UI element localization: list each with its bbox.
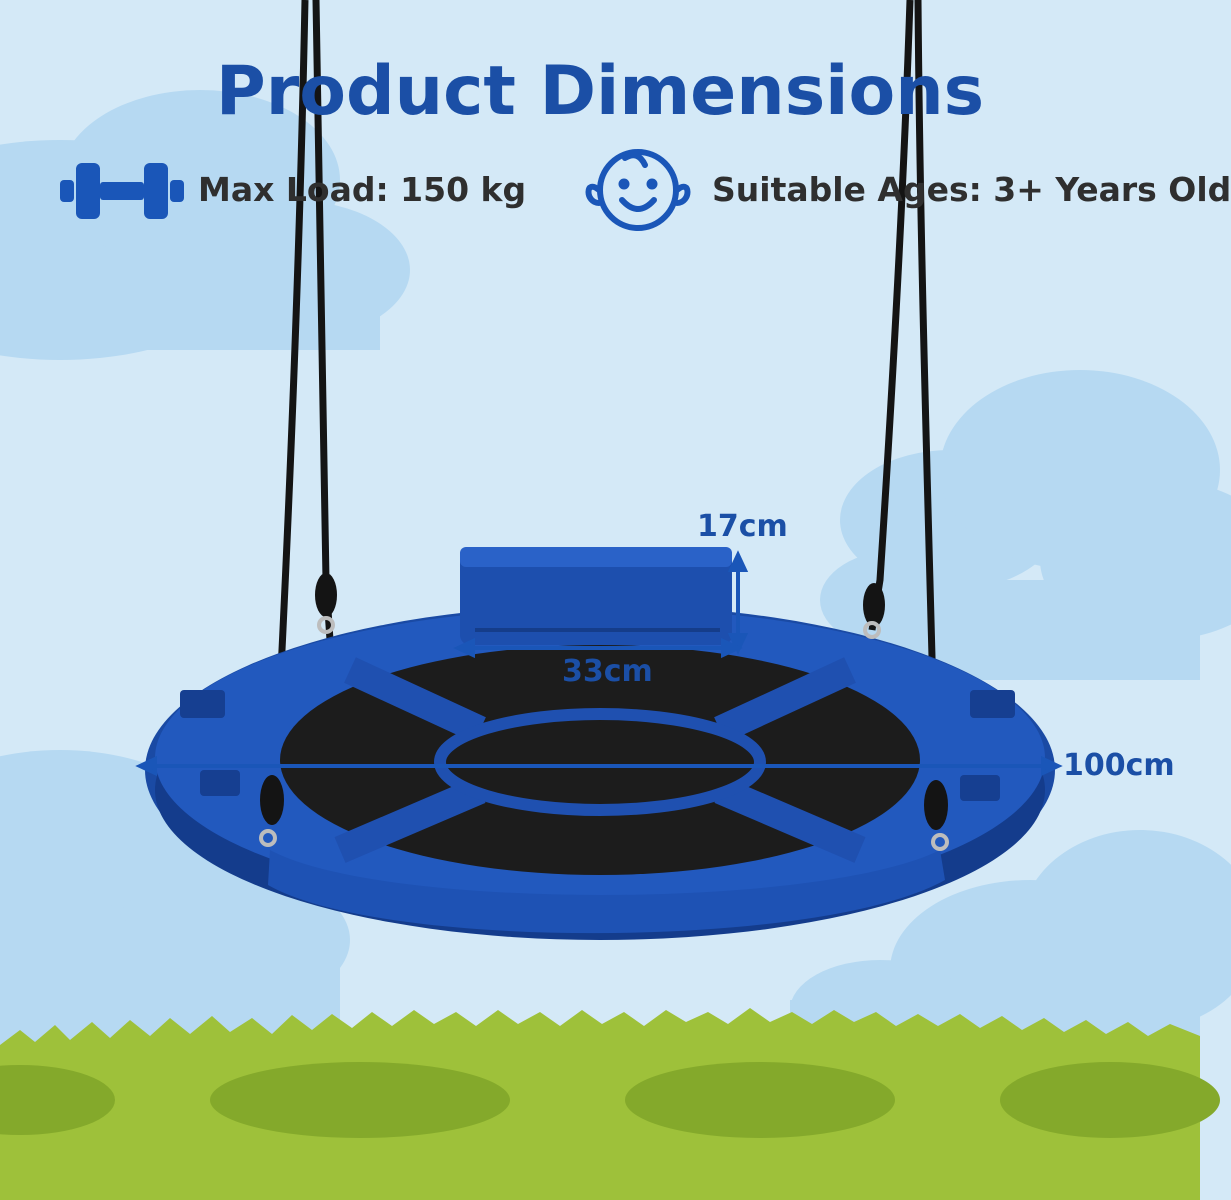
pillow-width-label: 33cm [562, 654, 653, 689]
pillow [460, 547, 732, 645]
grass-spot [210, 1062, 510, 1138]
seat-tab [180, 690, 225, 718]
seat-center-ring [434, 708, 766, 816]
seat-tab [970, 690, 1015, 718]
seat-straps [334, 657, 866, 863]
suitable-ages-label: Suitable Ages: 3+ Years Old [712, 170, 1231, 209]
seat-front-tube [268, 850, 945, 934]
grass-spot [1000, 1062, 1220, 1138]
max-load-label: Max Load: 150 kg [198, 170, 527, 209]
rope-rings [259, 616, 949, 851]
seat-diameter-label: 100cm [1063, 748, 1175, 783]
page-title: Product Dimensions [215, 52, 985, 131]
pillow-height-label: 17cm [697, 509, 788, 544]
grass-spot [0, 1065, 115, 1135]
rope-left-back [312, 0, 334, 641]
rope-knots [260, 573, 948, 830]
cloud-right-mid [820, 370, 1231, 680]
cloud-left-top [0, 90, 410, 360]
baby-face-icon [585, 149, 691, 231]
seat-tab [200, 770, 240, 796]
swing-seat [145, 605, 1055, 940]
dimension-arrows [135, 550, 1063, 777]
seat-tab [960, 775, 1000, 801]
rope-right-back [868, 0, 914, 631]
dumbbell-icon [60, 163, 184, 219]
grass-spot [625, 1062, 895, 1138]
grass-ground [0, 1008, 1220, 1200]
